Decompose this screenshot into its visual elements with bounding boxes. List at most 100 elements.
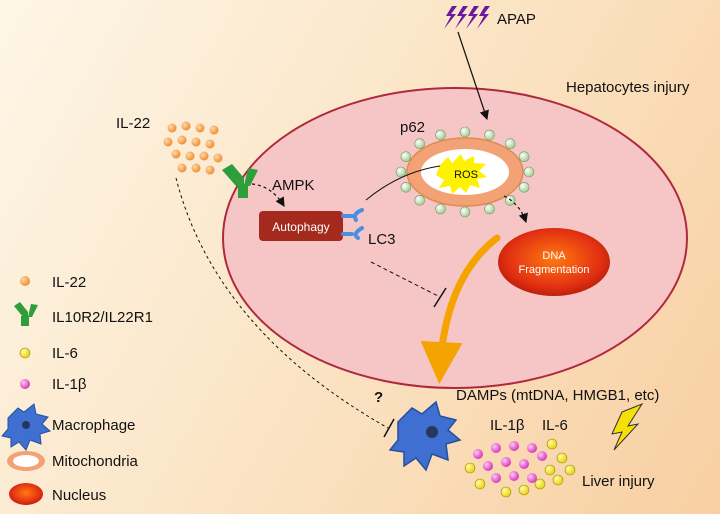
il22-dot (185, 151, 195, 161)
macrophage-icon (388, 400, 462, 472)
il22-dot (209, 125, 219, 135)
lc3-icon (341, 208, 364, 240)
macrophage-legend-icon (1, 403, 52, 451)
mitochondria-legend-icon (7, 451, 45, 471)
il6-dot (474, 478, 486, 490)
p62-dot (518, 151, 530, 162)
il22-dot (213, 153, 223, 163)
damp-release-arrow (420, 234, 501, 384)
il6-dot (544, 464, 556, 476)
p62-dot (414, 194, 426, 206)
il6-dot (464, 462, 476, 474)
ampk-label: AMPK (272, 177, 315, 194)
nucleus-legend-icon (9, 483, 43, 505)
il22-dot (163, 137, 173, 147)
il6-dot (534, 478, 546, 490)
question-mark: ? (374, 389, 383, 406)
il22-receptor-icon (222, 164, 258, 198)
il6-label: IL-6 (542, 417, 568, 434)
damps-label: DAMPs (mtDNA, HMGB1, etc) (456, 387, 659, 404)
ros-burst-icon (436, 154, 487, 194)
il22-dot (167, 123, 177, 133)
il1b-dot (491, 473, 501, 483)
dna-label-2: Fragmentation (519, 264, 590, 276)
il6-dot (518, 484, 530, 496)
p62-dot (484, 129, 495, 141)
il1b-dot (473, 449, 483, 459)
il22-dot (181, 121, 191, 131)
il22-dot (205, 165, 215, 175)
il1b-dot (527, 473, 537, 483)
p62-dot (484, 203, 495, 215)
p62-dot (459, 206, 471, 218)
autophagy-label: Autophagy (272, 220, 329, 234)
il22-dot (199, 151, 209, 161)
p62-dot (459, 126, 471, 138)
yellow-dot-icon (19, 347, 31, 359)
p62-dot (414, 138, 426, 150)
il6-dot (564, 464, 576, 476)
legend-il6: IL-6 (52, 345, 78, 362)
p62-dot (395, 166, 407, 178)
ros-to-dna-arrow (503, 195, 528, 224)
apap-arrow (457, 31, 489, 121)
il1b-dot (491, 443, 501, 453)
il6-dot (546, 438, 558, 450)
il1b-dot (509, 471, 519, 481)
p62-dot (435, 203, 446, 215)
il22-dot (177, 135, 187, 145)
dna-fragmentation-nucleus (498, 228, 610, 296)
il1b-dot (527, 443, 537, 453)
liver-injury-lightning-icon (611, 402, 644, 451)
il22-top-label: IL-22 (116, 115, 150, 132)
il1b-dot (483, 461, 493, 471)
il1b-dot (509, 441, 519, 451)
il22-dot (195, 123, 205, 133)
receptor-to-autophagy-arrow (251, 183, 285, 208)
ros-label: ROS (454, 169, 478, 181)
il1b-label: IL-1β (490, 417, 525, 434)
legend-nucleus: Nucleus (52, 487, 106, 504)
il1b-dot (501, 457, 511, 467)
inhibition-bar (433, 287, 447, 308)
receptor-icon (14, 302, 38, 326)
autophagy-inhibition (370, 261, 441, 298)
liver-injury-label: Liver injury (582, 473, 655, 490)
p62-dot (523, 166, 535, 178)
legend-mitochondria: Mitochondria (52, 453, 139, 470)
macrophage-inhibition-bar (383, 418, 395, 438)
lc3-label: LC3 (368, 231, 396, 248)
p62-dot (504, 138, 516, 150)
il22-cluster (163, 121, 223, 175)
legend-il1b: IL-1β (52, 376, 87, 393)
il22-dot (191, 163, 201, 173)
apap-lightning-icon (444, 6, 490, 29)
magenta-dot-icon (20, 379, 30, 389)
il22-macrophage-inhibition (175, 177, 389, 429)
p62-dot (400, 182, 412, 193)
dna-label-1: DNA (542, 250, 566, 262)
legend: IL-22 IL10R2/IL22R1 IL-6 IL-1β Macrophag… (1, 274, 153, 505)
il22-dot (171, 149, 181, 159)
il22-dot (177, 163, 187, 173)
cytokine-cluster (464, 438, 576, 498)
p62-dot (435, 129, 446, 141)
legend-macrophage: Macrophage (52, 417, 135, 434)
legend-receptor: IL10R2/IL22R1 (52, 309, 153, 326)
il6-dot (556, 452, 568, 464)
p62-dot (400, 151, 412, 162)
il22-dot (205, 139, 215, 149)
p62-dot (518, 182, 530, 193)
legend-il22: IL-22 (52, 274, 86, 291)
il6-dot (552, 474, 564, 486)
p62-label: p62 (400, 119, 425, 136)
lc3-mito-link (365, 165, 441, 201)
il1b-dot (519, 459, 529, 469)
hepatocyte-cell (222, 87, 688, 389)
il6-dot (500, 486, 512, 498)
il22-dot (191, 137, 201, 147)
il1b-dot (537, 451, 547, 461)
orange-dot-icon (20, 276, 30, 286)
